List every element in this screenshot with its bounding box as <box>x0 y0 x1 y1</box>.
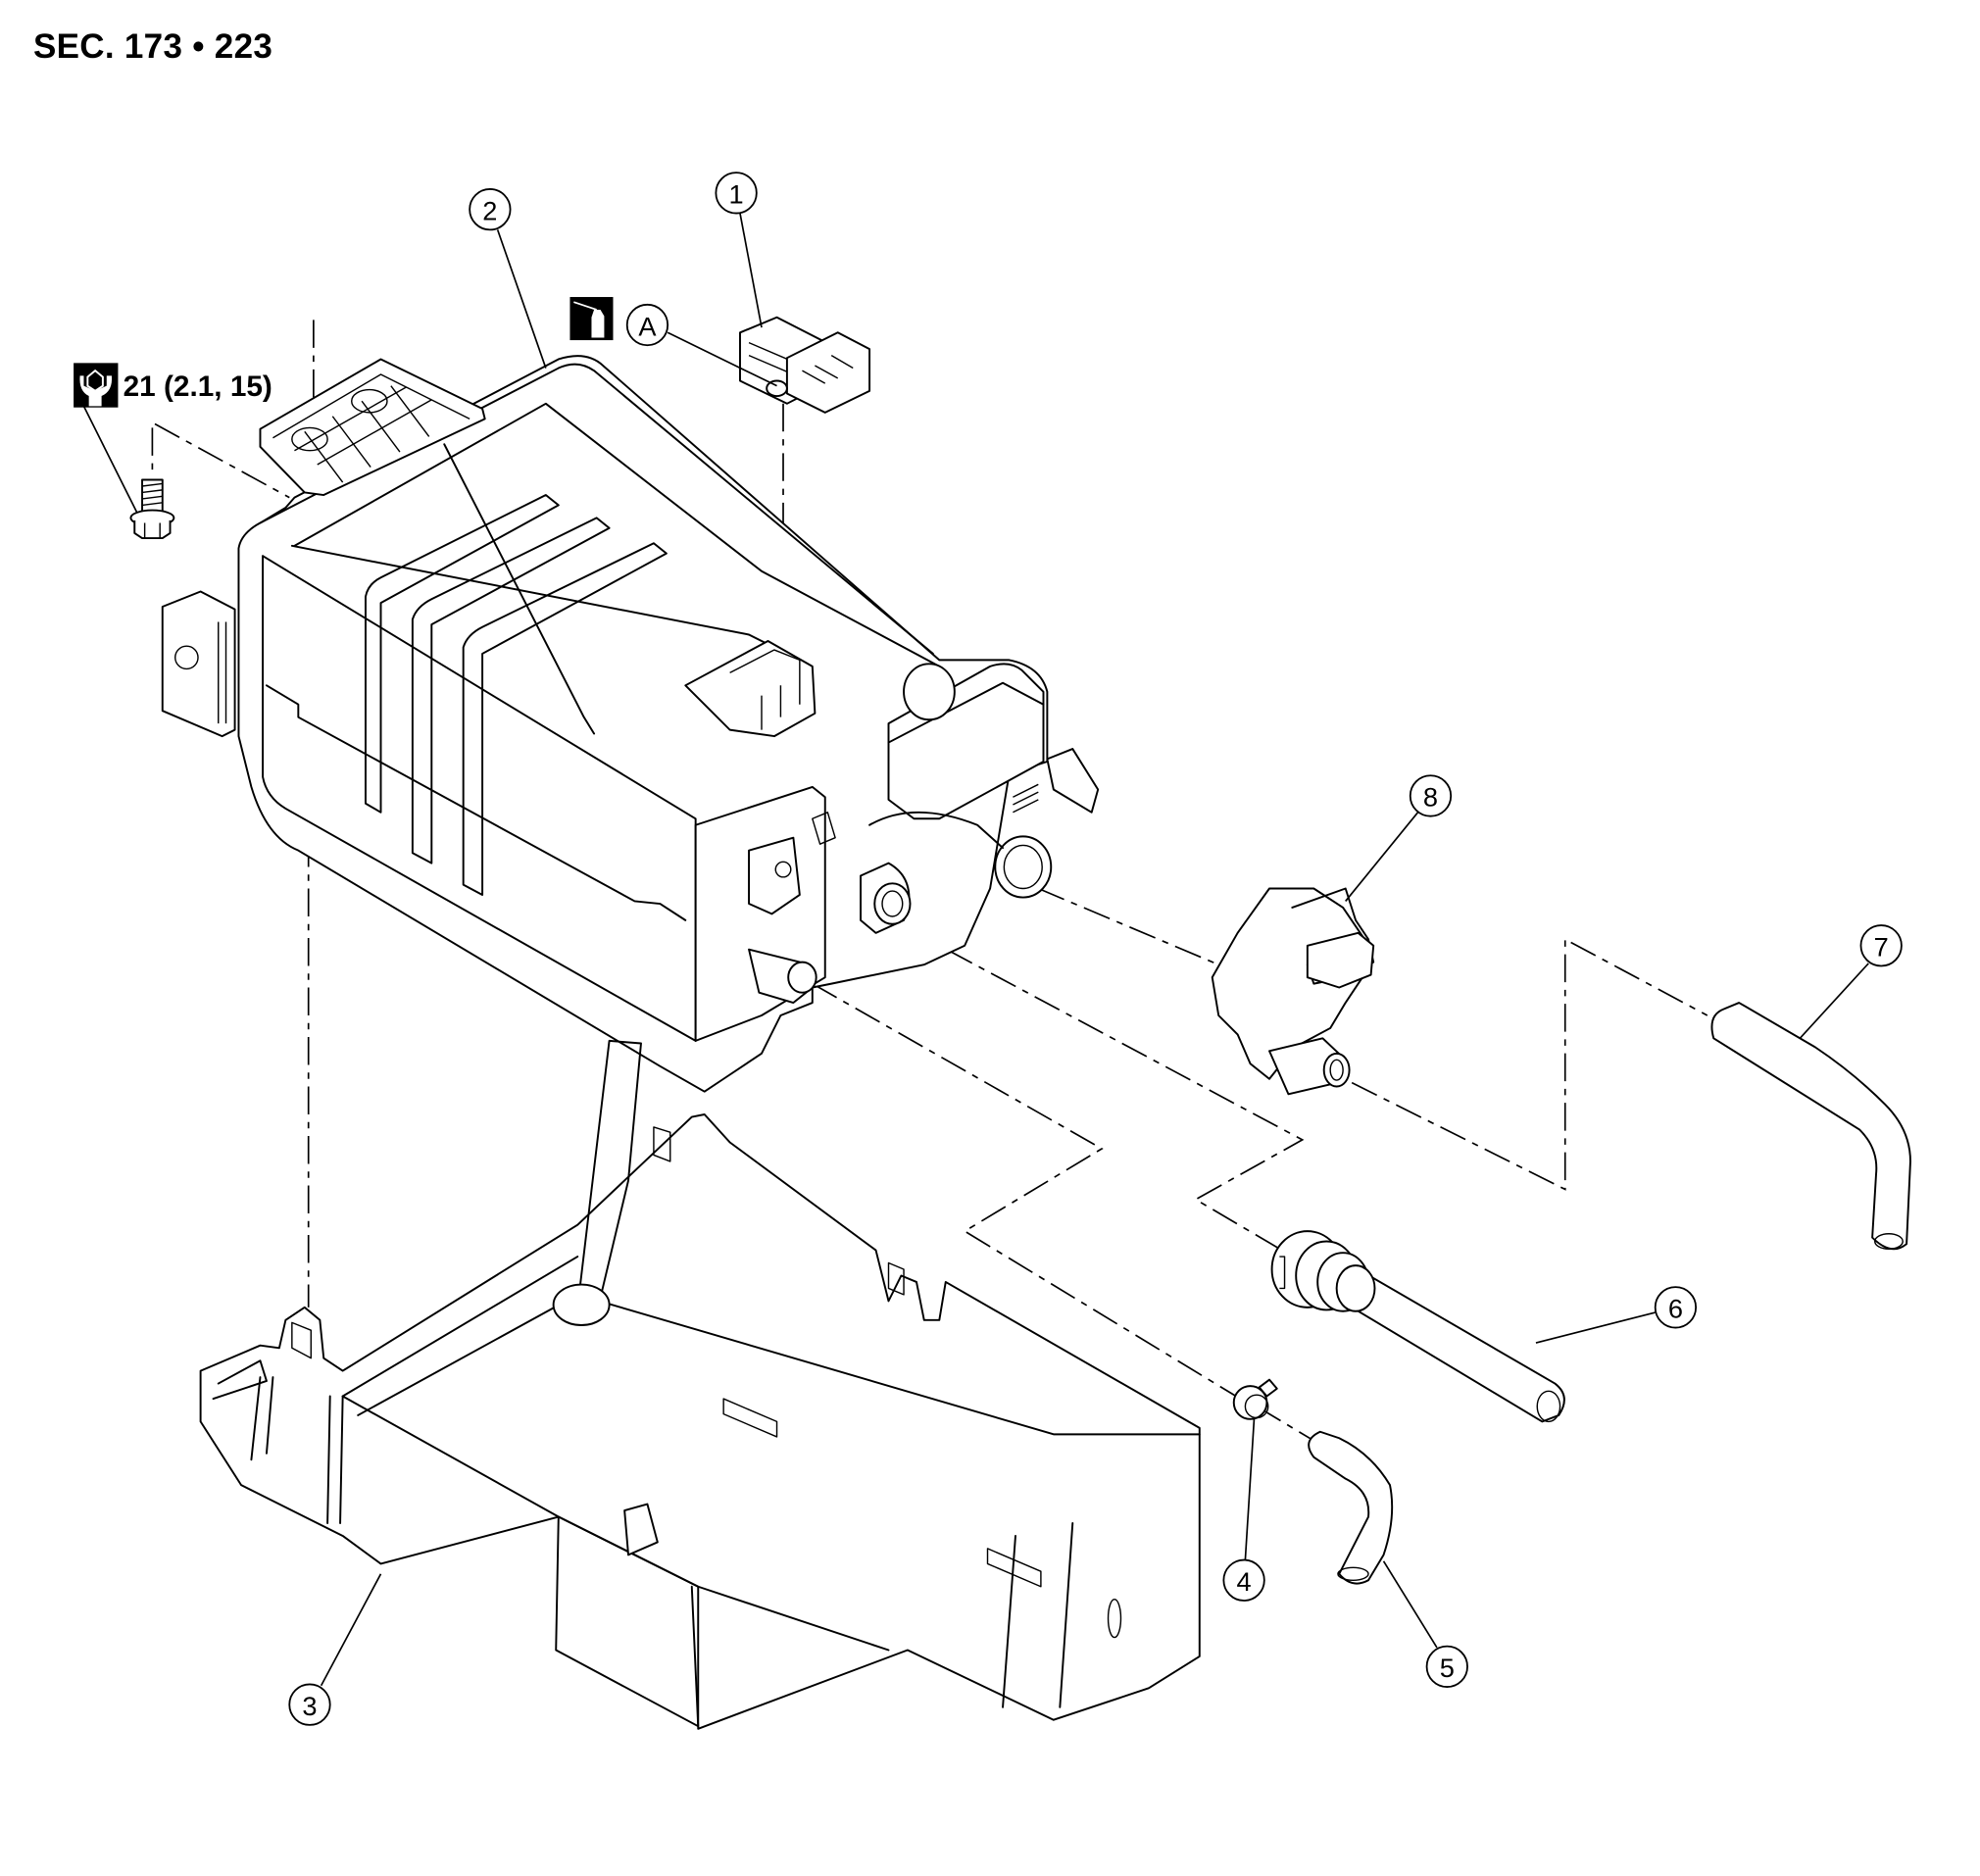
canister-protector-tray <box>199 1039 1201 1730</box>
guide-line-drain <box>812 982 1248 1404</box>
callout-2: 2 <box>469 188 512 231</box>
torque-spec-value: 21 (2.1, 15) <box>124 370 272 403</box>
leader-5 <box>1382 1560 1438 1649</box>
guide-line-valve <box>1037 887 1219 965</box>
leader-A <box>667 331 777 387</box>
leader-torque <box>82 406 138 514</box>
callout-3-label: 3 <box>302 1691 317 1721</box>
guide-line-vent-hose <box>1351 937 1708 1191</box>
leader-4 <box>1244 1418 1256 1560</box>
leader-1 <box>739 213 763 328</box>
callout-4-label: 4 <box>1237 1566 1252 1597</box>
callout-2-label: 2 <box>482 195 497 225</box>
leader-3 <box>320 1573 382 1687</box>
torque-wrench-icon <box>74 363 119 408</box>
torque-spec: 21 (2.1, 15) <box>74 363 272 408</box>
guide-line-evap-hose <box>903 925 1305 1252</box>
callout-8-label: 8 <box>1423 782 1438 813</box>
callout-A: A <box>625 303 669 347</box>
leader-8 <box>1345 812 1419 902</box>
leader-6 <box>1535 1311 1656 1344</box>
callout-7: 7 <box>1859 924 1903 967</box>
callout-6: 6 <box>1654 1286 1698 1329</box>
leader-7 <box>1799 963 1869 1039</box>
leader-lines <box>82 213 1869 1687</box>
sealant-bottle-icon <box>569 297 614 341</box>
callout-1: 1 <box>715 172 758 215</box>
callout-5: 5 <box>1425 1645 1468 1688</box>
vent-control-valve <box>1211 887 1375 1096</box>
callout-5-label: 5 <box>1440 1653 1455 1683</box>
hose-clamp <box>1232 1378 1278 1420</box>
vent-hose <box>1710 1002 1911 1251</box>
leader-2 <box>496 229 547 369</box>
section-reference: SEC. 173 • 223 <box>33 27 273 66</box>
sensor-connector <box>739 316 871 414</box>
evap-canister <box>161 355 1100 1093</box>
callout-8: 8 <box>1409 774 1453 817</box>
callout-1-label: 1 <box>729 179 744 210</box>
callout-A-label: A <box>638 311 657 341</box>
callout-3: 3 <box>288 1683 331 1726</box>
mounting-bolt <box>129 478 175 540</box>
drain-hose <box>1308 1430 1394 1585</box>
guide-line-bolt-diagonal <box>154 422 290 499</box>
callout-4: 4 <box>1222 1558 1265 1602</box>
callout-7-label: 7 <box>1874 932 1889 963</box>
callout-6-label: 6 <box>1668 1294 1683 1324</box>
evap-hose <box>1270 1230 1565 1423</box>
